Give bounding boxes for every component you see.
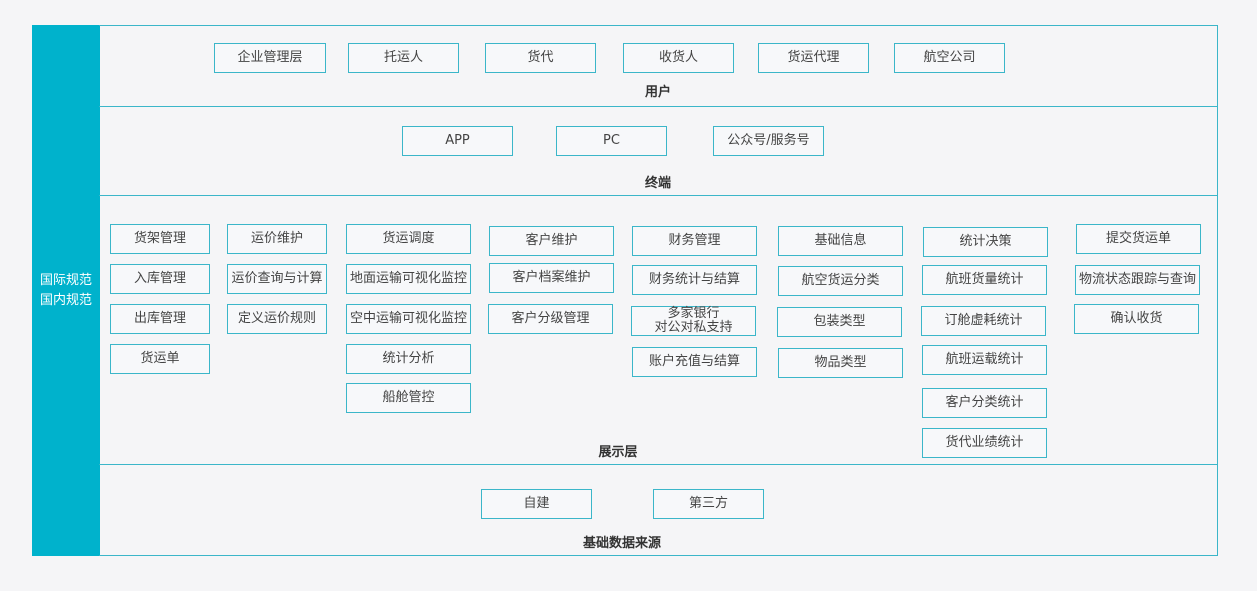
terminal-app: APP	[402, 126, 513, 156]
users-layer-title: 用户	[644, 85, 671, 100]
data-source-layer-title: 基础数据来源	[582, 536, 661, 551]
module-customer-grading: 客户分级管理	[488, 304, 613, 334]
spec-sidebar: 国际规范 国内规范	[32, 25, 100, 556]
terminal-pc: PC	[556, 126, 667, 156]
module-shelf-management: 货架管理	[110, 224, 210, 254]
module-air-monitoring: 空中运输可视化监控	[346, 304, 471, 334]
module-packaging-type: 包装类型	[777, 307, 902, 337]
module-cargo-dispatch: 货运调度	[346, 224, 471, 254]
module-rate-query: 运价查询与计算	[227, 264, 327, 294]
module-logistics-tracking: 物流状态跟踪与查询	[1075, 265, 1200, 295]
source-third-party: 第三方	[653, 489, 764, 519]
module-forwarder-performance-stats: 货代业绩统计	[922, 428, 1047, 458]
module-flight-load-stats: 航班运载统计	[922, 345, 1047, 375]
module-bank-payment-label: 多家银行对公对私支持	[654, 306, 733, 335]
users-layer: 企业管理层 托运人 货代 收货人 货运代理 航空公司 用户	[99, 25, 1217, 106]
module-submit-waybill: 提交货运单	[1076, 224, 1201, 254]
terminal-layer: APP PC 公众号/服务号 终端	[99, 106, 1217, 196]
module-hold-control: 船舱管控	[346, 383, 471, 413]
module-confirm-receipt: 确认收货	[1074, 304, 1199, 334]
module-outbound-management: 出库管理	[110, 304, 210, 334]
sidebar-label-domestic: 国内规范	[39, 292, 92, 308]
user-shipper: 托运人	[348, 43, 459, 73]
module-rate-maintenance: 运价维护	[227, 224, 327, 254]
module-waybill: 货运单	[110, 344, 210, 374]
module-customer-maintenance: 客户维护	[489, 226, 614, 256]
user-enterprise-management: 企业管理层	[214, 43, 326, 73]
module-statistical-analysis: 统计分析	[346, 344, 471, 374]
terminal-layer-title: 终端	[644, 176, 671, 191]
module-inbound-management: 入库管理	[110, 264, 210, 294]
module-customer-category-stats: 客户分类统计	[922, 388, 1047, 418]
module-flight-volume-stats: 航班货量统计	[922, 265, 1047, 295]
display-layer-title: 展示层	[598, 445, 638, 460]
display-layer: 货架管理 入库管理 出库管理 货运单 运价维护 运价查询与计算 定义运价规则 货…	[99, 195, 1217, 465]
data-source-layer: 自建 第三方 基础数据来源	[99, 464, 1217, 555]
sidebar-label-international: 国际规范	[39, 272, 92, 288]
user-cargo-agent: 货运代理	[758, 43, 869, 73]
user-freight-forwarder: 货代	[485, 43, 596, 73]
source-self-built: 自建	[481, 489, 592, 519]
module-account-recharge: 账户充值与结算	[632, 347, 757, 377]
module-finance-settlement: 财务统计与结算	[632, 265, 757, 295]
module-bank-payment: 多家银行对公对私支持	[631, 306, 756, 336]
user-consignee: 收货人	[623, 43, 734, 73]
module-basic-info: 基础信息	[778, 226, 903, 256]
terminal-wechat: 公众号/服务号	[713, 126, 824, 156]
module-statistical-decision: 统计决策	[923, 227, 1048, 257]
module-rate-rules: 定义运价规则	[227, 304, 327, 334]
module-air-cargo-category: 航空货运分类	[778, 266, 903, 296]
user-airline: 航空公司	[894, 43, 1005, 73]
module-booking-waste-stats: 订舱虚耗统计	[921, 306, 1046, 336]
module-item-type: 物品类型	[778, 348, 903, 378]
module-customer-records: 客户档案维护	[489, 263, 614, 293]
module-ground-monitoring: 地面运输可视化监控	[346, 264, 471, 294]
architecture-frame	[99, 25, 1218, 556]
module-finance-management: 财务管理	[632, 226, 757, 256]
